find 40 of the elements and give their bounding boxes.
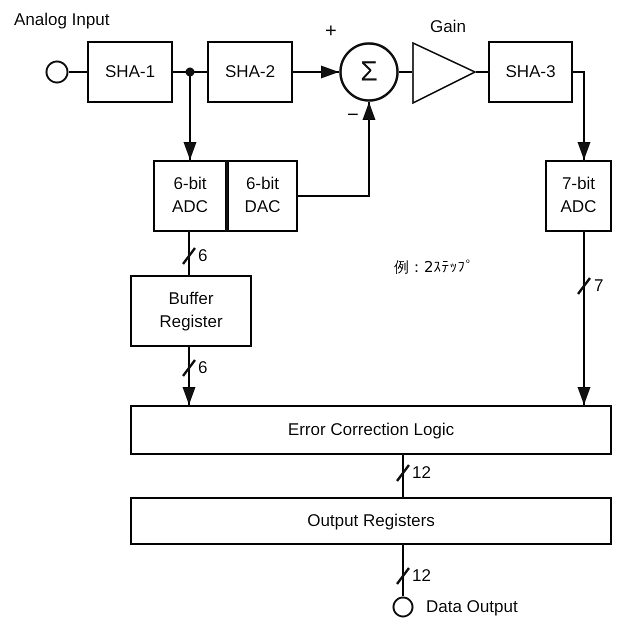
sum-symbol: Σ: [360, 57, 378, 86]
process-block: [488, 41, 573, 103]
process-block: [87, 41, 173, 103]
bus-width-label: 12: [412, 464, 431, 481]
process-block: [207, 41, 293, 103]
bus-width-label: 7: [594, 277, 604, 294]
process-block: [545, 160, 612, 232]
signal-line: [188, 232, 190, 275]
block-label: 6-bit DAC: [244, 173, 282, 218]
signal-line: [69, 71, 87, 73]
terminal-label: Analog Input: [14, 11, 110, 28]
process-block: [130, 497, 612, 545]
terminal-label: Data Output: [426, 597, 518, 617]
process-block: [153, 160, 227, 232]
block-label: Buffer Register: [158, 288, 224, 333]
signal-arrow: [293, 65, 339, 79]
signal-arrow: [182, 347, 196, 405]
process-block: [130, 405, 612, 455]
block-label: 6-bit ADC: [171, 173, 209, 218]
bus-width-label: 6: [198, 247, 208, 264]
block-label: Output Registers: [307, 510, 435, 532]
block-label: SHA-1: [104, 60, 156, 83]
bus-width-label: 12: [412, 567, 431, 584]
block-label: SHA-2: [224, 60, 276, 83]
signal-arrow: [573, 71, 591, 160]
amplifier-label: Gain: [430, 18, 466, 37]
bus-width-label: 6: [198, 359, 208, 376]
signal-arrow: [577, 232, 591, 405]
block-label: Error Correction Logic: [288, 418, 454, 441]
signal-line: [402, 455, 404, 497]
process-block: [130, 275, 252, 347]
block-label: SHA-3: [505, 60, 556, 83]
block-label: 7-bit ADC: [560, 173, 598, 218]
signal-line: [476, 71, 488, 73]
process-block: [227, 160, 298, 232]
signal-line: [399, 71, 412, 73]
sign-label: −: [347, 104, 359, 127]
sign-label: +: [325, 20, 337, 43]
signal-line: [402, 545, 404, 596]
signal-arrow: [298, 102, 376, 197]
